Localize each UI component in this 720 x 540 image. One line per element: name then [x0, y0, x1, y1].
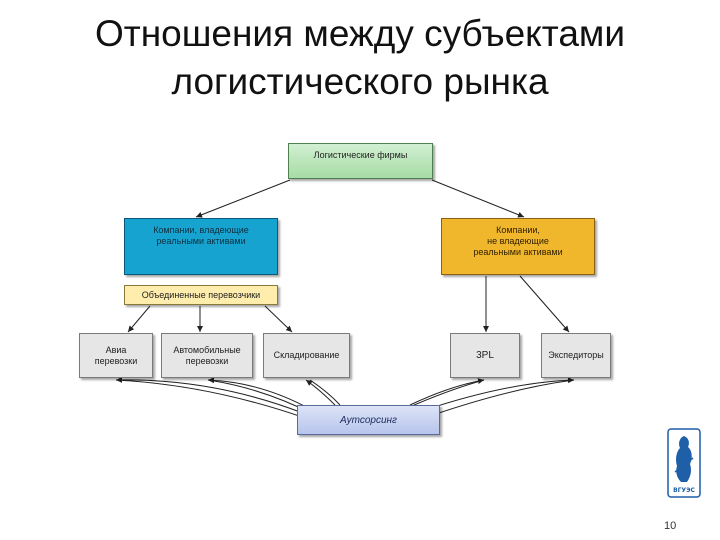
- title-line-2: логистического рынка: [171, 61, 549, 102]
- node-non-asset-line-2: не владеющие: [487, 236, 549, 246]
- node-air-transport: Авиа перевозки: [79, 333, 153, 378]
- arrow-merged-to-warehousing: [264, 305, 293, 333]
- node-road-line-1: Автомобильные: [173, 344, 241, 355]
- node-merged-carriers: Объединенные перевозчики: [124, 285, 278, 305]
- arrow-out-to-road-a: [207, 377, 311, 410]
- arrow-top-to-asset-owners: [195, 179, 291, 218]
- node-forwarders: Экспедиторы: [541, 333, 611, 378]
- arrow-out-to-warehousing-a: [305, 379, 336, 406]
- node-logistics-firms-label: Логистические фирмы: [313, 150, 408, 160]
- arrow-out-to-warehousing-b: [309, 379, 341, 406]
- node-outsourcing: Аутсорсинг: [297, 405, 440, 435]
- arrow-top-to-non-asset: [431, 179, 525, 218]
- node-asset-owners: Компании, владеющие реальными активами: [124, 218, 278, 275]
- node-asset-owners-line-1: Компании, владеющие: [153, 225, 249, 235]
- node-3pl-label: 3PL: [476, 350, 494, 361]
- title-line-1: Отношения между субъектами: [94, 13, 626, 54]
- node-non-asset-line-3: реальными активами: [473, 247, 563, 257]
- node-logistics-firms: Логистические фирмы: [288, 143, 433, 179]
- svg-text:ВГУЭС: ВГУЭС: [673, 487, 695, 494]
- arrow-out-to-forwarders-a: [424, 377, 575, 411]
- arrow-merged-to-air: [127, 305, 151, 333]
- node-warehousing-label: Складирование: [273, 350, 340, 360]
- node-non-asset-line-1: Компании,: [496, 225, 540, 235]
- arrow-out-to-air-a: [115, 376, 301, 413]
- node-merged-carriers-label: Объединенные перевозчики: [141, 289, 261, 300]
- page-number: 10: [664, 520, 677, 532]
- arrow-out-to-3pl-a: [409, 378, 485, 406]
- arrow-non-asset-to-forwarders: [519, 275, 570, 333]
- node-outsourcing-label: Аутсорсинг: [340, 414, 397, 426]
- node-air-line-1: Авиа: [105, 344, 127, 355]
- university-logo-icon: ВГУЭС: [667, 428, 701, 498]
- node-non-asset-owners: Компании, не владеющие реальными активам…: [441, 218, 595, 275]
- arrow-out-to-forwarders-b: [429, 379, 575, 417]
- node-asset-owners-line-2: реальными активами: [156, 236, 246, 246]
- node-road-line-2: перевозки: [185, 355, 229, 366]
- node-warehousing: Складирование: [263, 333, 350, 378]
- node-3pl: 3PL: [450, 333, 520, 378]
- arrow-out-to-air-b: [115, 379, 306, 419]
- slide-title: Отношения между субъектами логистическог…: [0, 10, 720, 106]
- node-road-transport: Автомобильные перевозки: [161, 333, 253, 378]
- node-forwarders-label: Экспедиторы: [548, 350, 604, 360]
- node-air-line-2: перевозки: [94, 355, 138, 366]
